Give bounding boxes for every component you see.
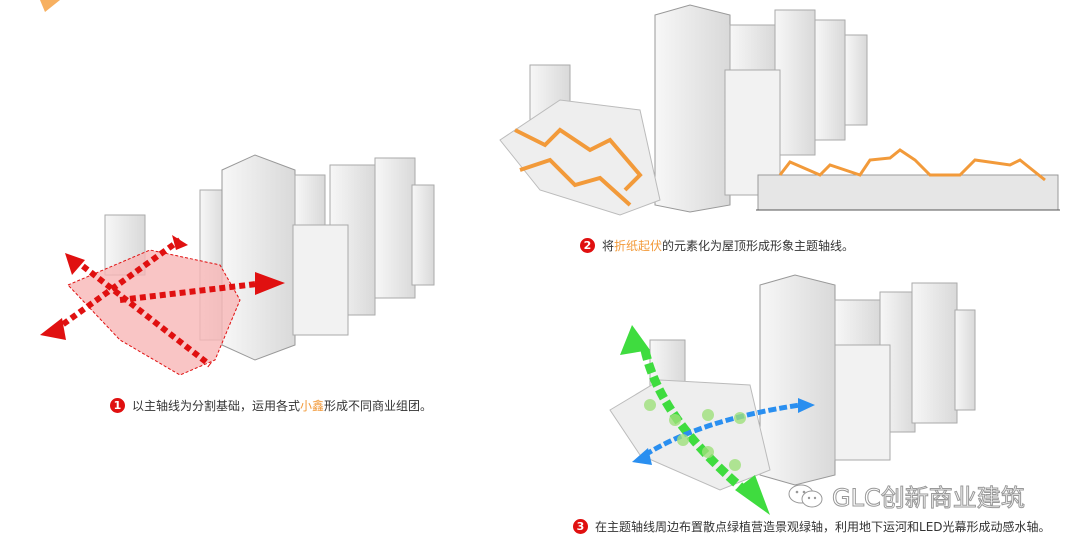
step-badge-3: 3	[573, 519, 588, 534]
watermark: GLC创新商业建筑	[788, 478, 1025, 513]
caption-3: 3 在主题轴线周边布置散点绿植营造景观绿轴，利用地下运河和LED光幕形成动感水轴…	[573, 518, 1051, 535]
step-badge-2: 2	[580, 238, 595, 253]
step-badge-1: 1	[110, 398, 125, 413]
caption-highlight: 小鑫	[300, 399, 325, 413]
caption-text: 以主轴线为分割基础，运用各式	[132, 399, 301, 413]
caption-text: 形成不同商业组团。	[324, 399, 433, 413]
caption-text: 将	[602, 239, 615, 253]
scene-2-massing	[499, 4, 1060, 216]
corner-decoration	[40, 0, 60, 12]
scene-1-massing	[40, 154, 435, 376]
scene-3-massing	[609, 274, 976, 515]
caption-text: 的元素化为屋顶形成形象主题轴线。	[662, 239, 855, 253]
watermark-text: GLC创新商业建筑	[832, 484, 1026, 513]
caption-2: 2 将折纸起伏的元素化为屋顶形成形象主题轴线。	[580, 237, 854, 254]
wechat-icon	[788, 484, 823, 507]
caption-1: 1 以主轴线为分割基础，运用各式小鑫形成不同商业组团。	[110, 397, 432, 414]
caption-highlight: 折纸起伏	[614, 239, 663, 253]
caption-text: 在主题轴线周边布置散点绿植营造景观绿轴，利用地下运河和LED光幕形成动感水轴。	[595, 520, 1051, 534]
